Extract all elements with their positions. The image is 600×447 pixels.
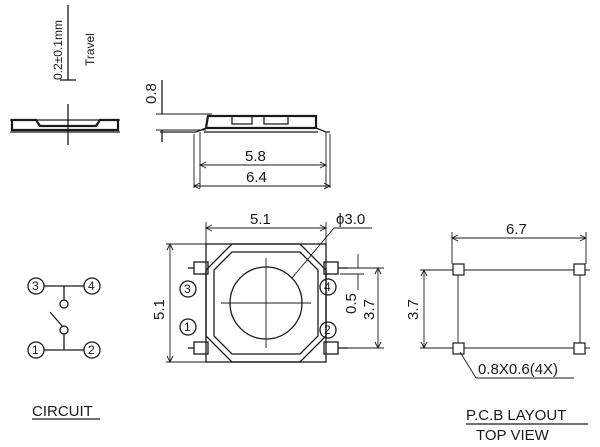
svg-text:3: 3: [32, 279, 39, 293]
svg-text:3: 3: [184, 282, 191, 296]
top-pin-1: 1: [179, 318, 197, 336]
side-view: 0.2±0.1mm Travel: [10, 5, 120, 145]
circuit-title: CIRCUIT: [32, 403, 93, 420]
pcb-layout: 6.7 3.7 0.8X0.6(4X) P.C.B LAYOUT TOP VIE…: [405, 221, 590, 444]
circuit-pin-1: 1: [27, 341, 45, 359]
top-view: 5.1 5.1 ϕ3.0 0.5 3.7 3 4 1: [151, 211, 384, 364]
terminal-span-dimension: 3.7: [361, 299, 378, 320]
body-size-vertical-dimension: 5.1: [151, 299, 168, 320]
overall-width-dimension: 6.4: [246, 169, 267, 186]
height-dimension: 0.8: [143, 83, 160, 104]
top-pin-2: 2: [319, 321, 337, 339]
pcb-title: P.C.B LAYOUT: [466, 407, 566, 424]
profile-view: 0.8 5.8 6.4: [143, 80, 332, 190]
travel-label: Travel: [83, 33, 97, 66]
svg-text:1: 1: [184, 320, 191, 334]
pcb-pad: [573, 263, 586, 276]
pad-note: 0.8X0.6(4X): [478, 361, 558, 378]
body-width-dimension: 5.8: [245, 148, 266, 165]
pcb-subtitle: TOP VIEW: [476, 427, 550, 444]
svg-text:2: 2: [88, 343, 95, 357]
top-pin-4: 4: [319, 278, 337, 296]
travel-dimension: 0.2±0.1mm: [51, 20, 65, 80]
circuit-diagram: 3 4 1 2 CIRCUIT: [27, 277, 101, 420]
svg-text:4: 4: [324, 280, 331, 294]
pcb-pad: [452, 342, 465, 355]
pcb-pad: [452, 263, 465, 276]
actuator-diameter: ϕ3.0: [336, 211, 365, 228]
terminal-gap-dimension: 0.5: [343, 293, 360, 314]
circuit-pin-2: 2: [83, 341, 101, 359]
circuit-pin-4: 4: [83, 277, 101, 295]
circuit-pin-3: 3: [27, 277, 45, 295]
top-pin-3: 3: [179, 280, 197, 298]
svg-text:1: 1: [32, 343, 39, 357]
body-size-dimension: 5.1: [250, 211, 271, 228]
pcb-width-dimension: 6.7: [506, 221, 527, 238]
svg-text:2: 2: [324, 323, 331, 337]
svg-text:4: 4: [88, 279, 95, 293]
pcb-height-dimension: 3.7: [405, 299, 422, 320]
pcb-pad: [573, 342, 586, 355]
